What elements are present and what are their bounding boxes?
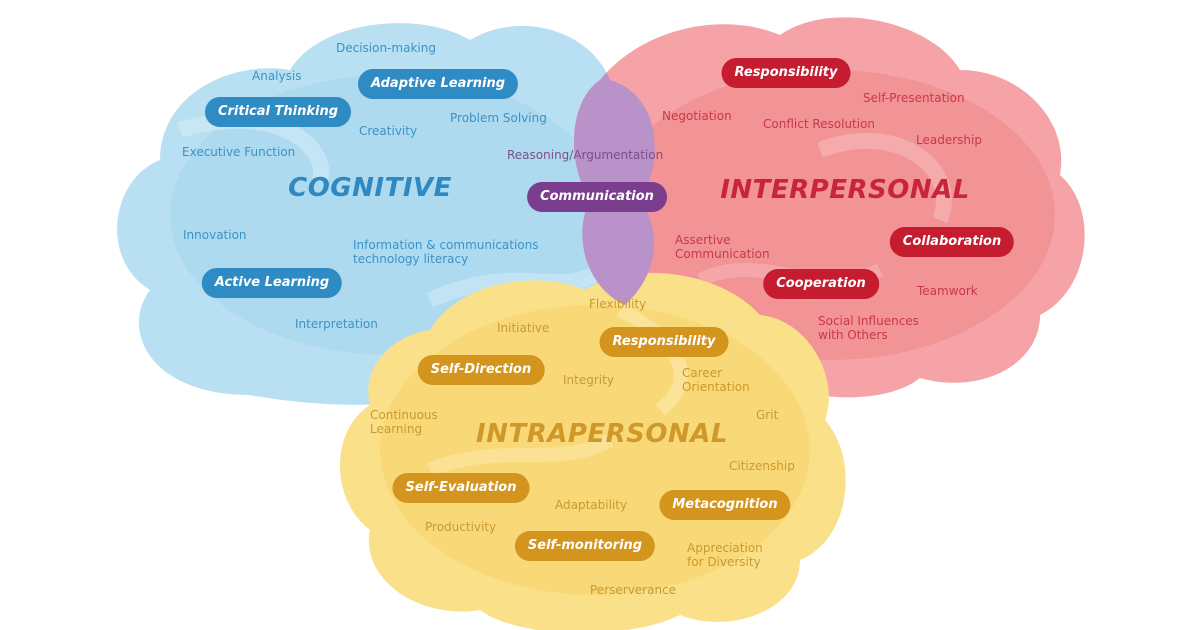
skill-term-self-presentation: Self-Presentation xyxy=(863,91,965,105)
skill-term-teamwork: Teamwork xyxy=(917,284,978,298)
skill-term-appreciation-for-diversity: Appreciation for Diversity xyxy=(687,541,763,569)
skill-pill-metacognition: Metacognition xyxy=(659,490,791,520)
skill-term-information-technology-literacy: Information & communications technology … xyxy=(353,238,539,266)
skill-pill-self-evaluation: Self-Evaluation xyxy=(392,473,530,503)
skill-term-innovation: Innovation xyxy=(183,228,247,242)
skill-pill-self-direction: Self-Direction xyxy=(417,355,545,385)
skill-term-adaptability: Adaptability xyxy=(555,498,628,512)
category-intrapersonal: INTRAPERSONAL xyxy=(476,419,728,449)
skill-term-leadership: Leadership xyxy=(916,133,982,147)
skill-term-analysis: Analysis xyxy=(252,69,302,83)
skill-term-continuous-learning: Continuous Learning xyxy=(370,408,438,436)
skill-term-decision-making: Decision-making xyxy=(336,41,436,55)
skill-term-citizenship: Citizenship xyxy=(729,459,795,473)
skill-pill-adaptive-learning: Adaptive Learning xyxy=(357,69,519,99)
skill-pill-critical-thinking: Critical Thinking xyxy=(204,97,352,127)
skill-term-flexibility: Flexibility xyxy=(589,297,647,311)
skill-term-executive-function: Executive Function xyxy=(182,145,296,159)
skill-pill-responsibility-intrapersonal: Responsibility xyxy=(599,327,729,357)
skill-term-interpretation: Interpretation xyxy=(295,317,378,331)
skill-pill-collaboration: Collaboration xyxy=(889,227,1015,257)
skill-pill-responsibility-interpersonal: Responsibility xyxy=(721,58,851,88)
category-cognitive: COGNITIVE xyxy=(288,173,452,203)
skill-pill-communication: Communication xyxy=(527,182,667,212)
skill-term-assertive-communication: Assertive Communication xyxy=(675,233,770,261)
skill-pill-cooperation: Cooperation xyxy=(763,269,879,299)
category-interpersonal: INTERPERSONAL xyxy=(720,175,970,205)
skill-term-reasoning-argumentation: Reasoning/Argumentation xyxy=(507,148,664,162)
skill-term-productivity: Productivity xyxy=(425,520,497,534)
skill-term-problem-solving: Problem Solving xyxy=(450,111,547,125)
skill-pill-active-learning: Active Learning xyxy=(201,268,343,298)
skill-term-creativity: Creativity xyxy=(359,124,418,138)
skill-term-initiative: Initiative xyxy=(497,321,550,335)
skill-term-career-orientation: Career Orientation xyxy=(682,366,750,394)
skill-term-negotiation: Negotiation xyxy=(662,109,732,123)
skill-term-conflict-resolution: Conflict Resolution xyxy=(763,117,876,131)
skill-term-social-influences: Social Influences with Others xyxy=(818,314,919,342)
skill-term-integrity: Integrity xyxy=(563,373,614,387)
skill-pill-self-monitoring: Self-monitoring xyxy=(514,531,656,561)
skill-term-perserverance: Perserverance xyxy=(590,583,677,597)
skill-term-grit: Grit xyxy=(756,408,779,422)
